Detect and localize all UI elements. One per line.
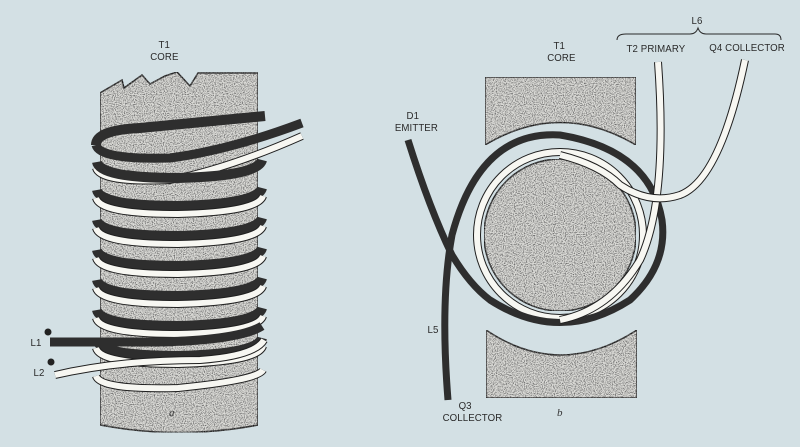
l6-label: L6 (691, 15, 703, 27)
polarity-dot-l2 (47, 358, 55, 366)
q3-label-line1: Q3 (458, 400, 472, 412)
core-a-label-line1: T1 (158, 39, 170, 51)
l5-label: L5 (427, 324, 439, 336)
winding-l5 (404, 131, 667, 401)
core-b-top (484, 76, 637, 147)
core-b-label-line2: CORE (547, 52, 576, 64)
polarity-dot-l1 (44, 328, 52, 336)
label-l1: L1 (30, 337, 42, 349)
winding-turns (44, 111, 304, 393)
d1-label-line2: EMITTER (394, 122, 438, 134)
t2-primary-label: T2 PRIMARY (626, 43, 686, 55)
lead-l1 (50, 322, 265, 347)
core-a-label-line2: CORE (150, 51, 179, 63)
core-b-bottom (485, 328, 638, 399)
d1-label-line1: D1 (406, 110, 420, 122)
panel-a (44, 71, 304, 434)
label-l2: L2 (33, 367, 45, 379)
turn-light (92, 194, 267, 393)
q3-label-line2: COLLECTOR (442, 412, 503, 424)
core-b-label-line1: T1 (553, 40, 565, 52)
panel-b (404, 26, 782, 401)
caption-b: b (557, 407, 563, 419)
caption-a: a (169, 407, 175, 419)
l6-brace (616, 26, 782, 41)
q4-collector-label: Q4 COLLECTOR (709, 42, 785, 54)
